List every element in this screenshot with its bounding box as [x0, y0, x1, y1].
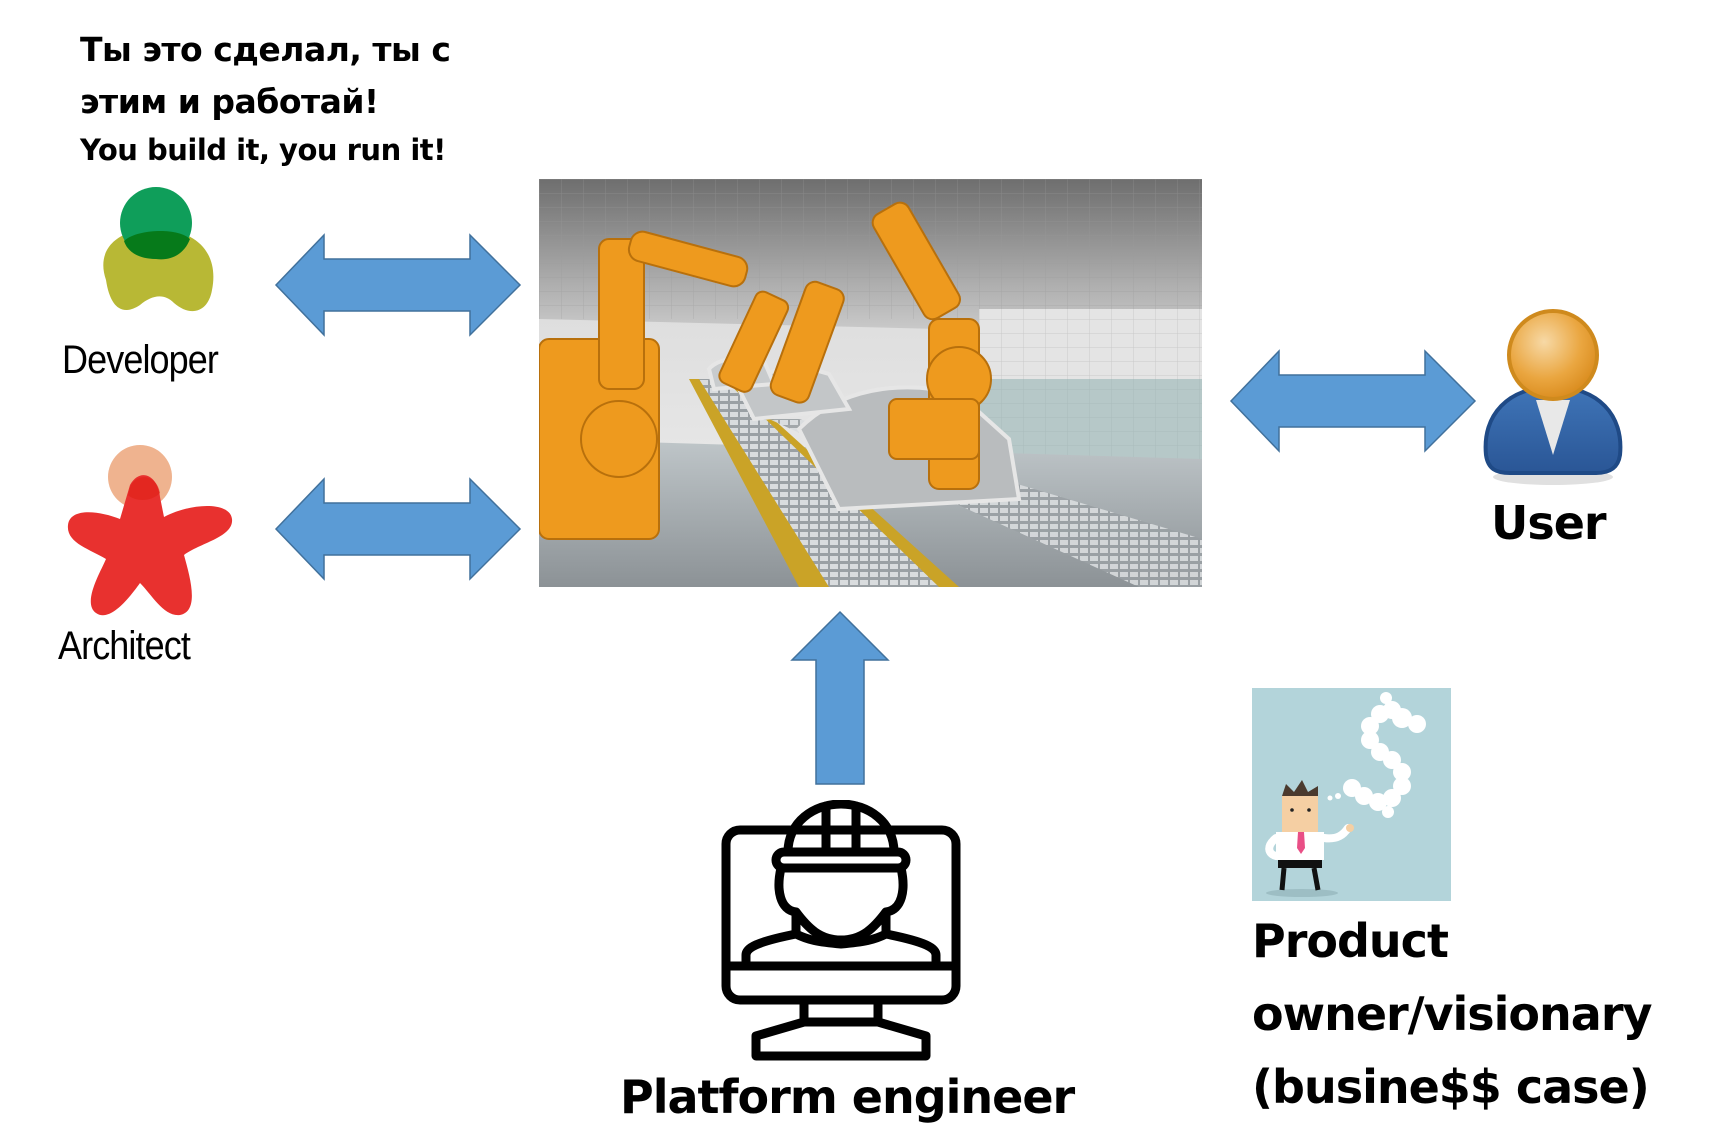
engineer-monitor-icon: [716, 800, 966, 1065]
motto-text: Ты это сделал, ты с этим и работай! You …: [80, 24, 500, 172]
architect-figure-icon: [60, 445, 240, 625]
product-owner-label-line-1: Product: [1252, 914, 1449, 968]
businessman-dollar-thought-icon: [1252, 688, 1451, 901]
architect-assembly-arrow: [274, 477, 522, 581]
motto-ru-line-2: этим и работай!: [80, 82, 379, 121]
developer-figure-icon: [84, 185, 234, 335]
product-owner-label-line-3: (busine$$ case): [1252, 1060, 1650, 1114]
product-owner-label: Product owner/visionary (busine$$ case): [1252, 905, 1652, 1124]
assembly-user-arrow: [1229, 349, 1477, 453]
platform-engineer-label: Platform engineer: [620, 1070, 1075, 1124]
user-label: User: [1491, 496, 1607, 550]
motto-ru-line-1: Ты это сделал, ты с: [80, 30, 451, 69]
developer-label: Developer: [62, 338, 219, 382]
developer-assembly-arrow: [274, 233, 522, 337]
architect-label: Architect: [58, 624, 191, 668]
motto-en-line: You build it, you run it!: [80, 133, 446, 167]
assembly-line-image: [539, 179, 1202, 587]
engineer-assembly-arrow: [788, 610, 892, 786]
user-avatar-icon: [1478, 305, 1628, 490]
product-owner-label-line-2: owner/visionary: [1252, 987, 1652, 1041]
